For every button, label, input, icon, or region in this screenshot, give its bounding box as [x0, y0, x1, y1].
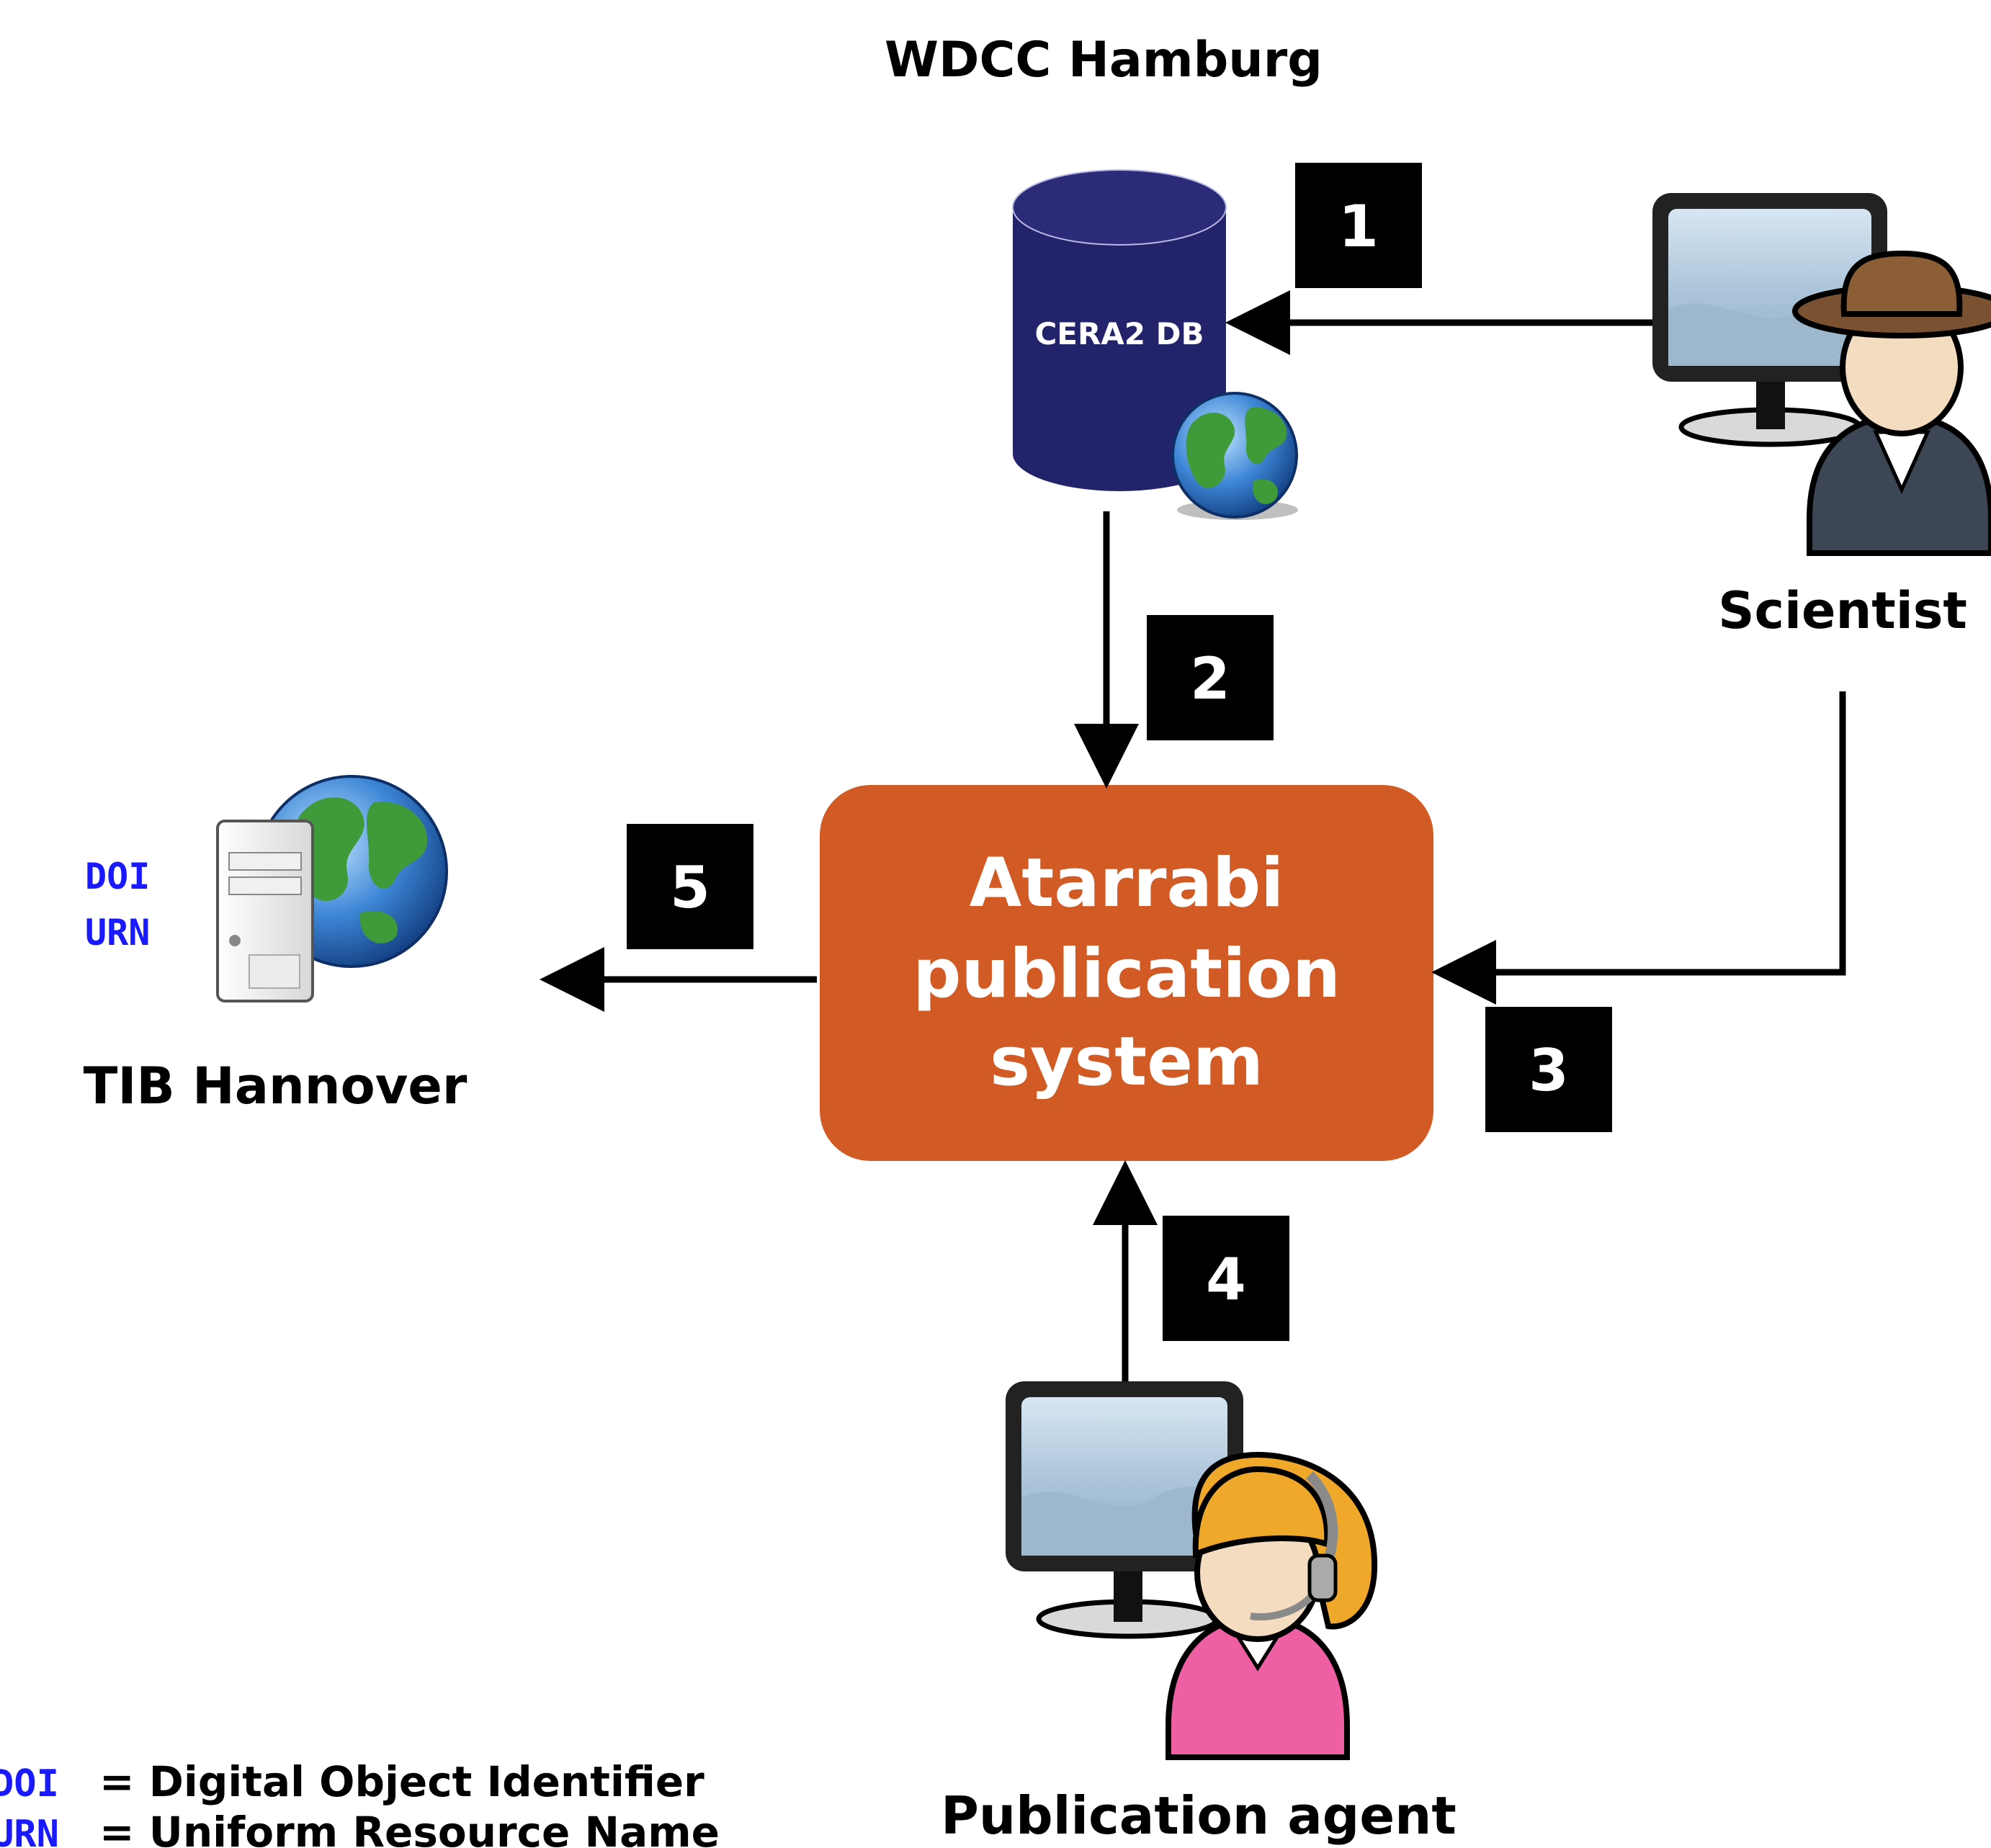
atarrabi-line-3: system	[990, 1023, 1263, 1101]
legend-def-doi: = Digital Object Identifier	[99, 1757, 704, 1806]
legend-def-urn: = Uniform Resource Name	[99, 1808, 720, 1848]
atarrabi-system-box: Atarrabi publication system	[820, 785, 1433, 1161]
legend: DOI = Digital Object Identifier URN = Un…	[0, 1757, 720, 1848]
step-box-4: 4	[1163, 1216, 1289, 1341]
step-box-1: 1	[1295, 163, 1422, 288]
scientist-label: Scientist	[1718, 581, 1967, 640]
scientist-avatar-icon	[1792, 250, 1991, 556]
step-box-2: 2	[1147, 615, 1274, 740]
database-cylinder: CERA2 DB	[1012, 169, 1227, 491]
tib-server-globe-icon	[216, 775, 448, 1003]
atarrabi-line-1: Atarrabi	[970, 844, 1284, 923]
diagram-title: WDCC Hamburg	[885, 32, 1323, 89]
step-number-1: 1	[1338, 193, 1379, 260]
tib-identifier-urn: URN	[85, 912, 150, 954]
step-number-2: 2	[1190, 645, 1230, 712]
arrow-scientist-to-atarrabi	[1431, 691, 1846, 1005]
agent-label: Publication agent	[941, 1785, 1457, 1846]
globe-icon	[1171, 392, 1298, 520]
step-box-5: 5	[627, 824, 753, 949]
agent-avatar-icon	[1165, 1451, 1378, 1760]
step-box-3: 3	[1485, 1007, 1612, 1132]
step-number-4: 4	[1206, 1246, 1246, 1313]
step-number-3: 3	[1529, 1037, 1569, 1104]
step-number-5: 5	[670, 854, 710, 921]
legend-abbr-urn: URN	[0, 1813, 59, 1848]
tib-label: TIB Hannover	[84, 1057, 467, 1116]
database-label: CERA2 DB	[1034, 316, 1204, 351]
tib-identifier-doi: DOI	[85, 856, 150, 897]
legend-abbr-doi: DOI	[0, 1762, 59, 1806]
atarrabi-line-2: publication	[913, 935, 1341, 1013]
